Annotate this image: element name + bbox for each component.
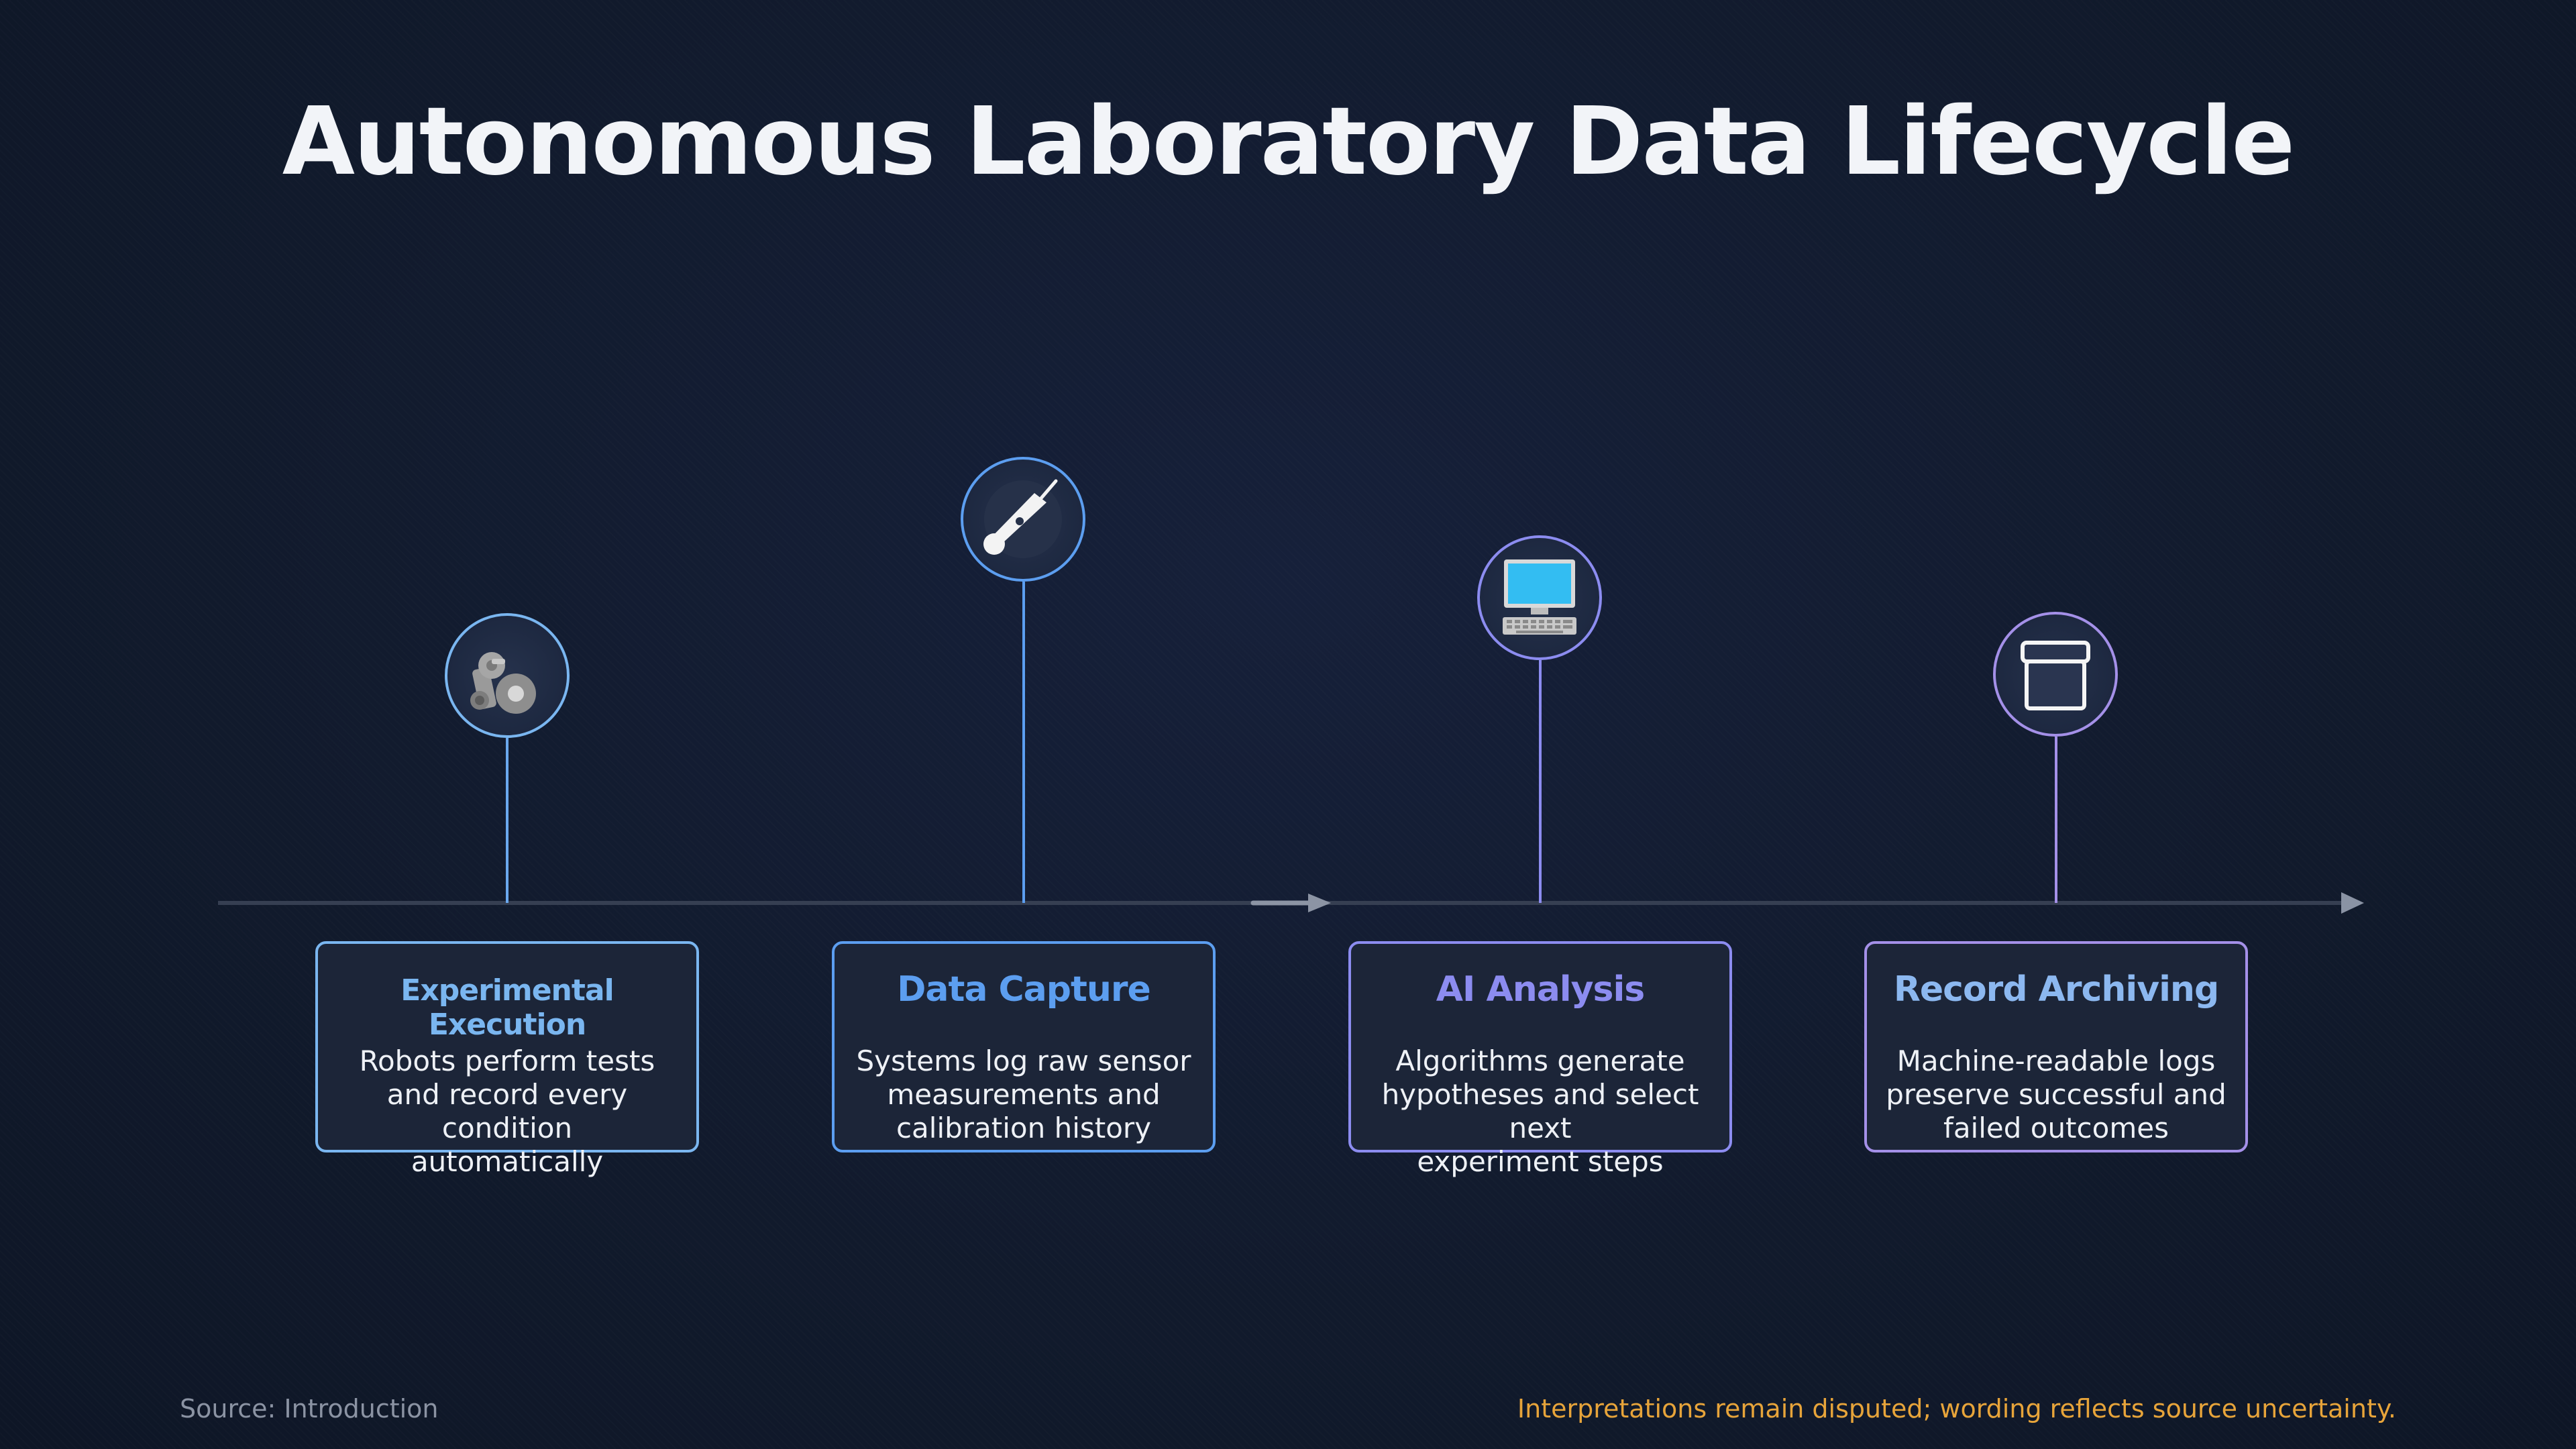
card-description-line: hypotheses and select next — [1381, 1078, 1699, 1144]
card-title: AI Analysis — [1436, 969, 1646, 1010]
robot-arm-icon — [470, 652, 536, 714]
card-title: Record Archiving — [1893, 969, 2219, 1010]
card-description-line: measurements and — [887, 1078, 1161, 1111]
sensor-probe-icon — [983, 479, 1062, 558]
card-description-line: Machine-readable logs — [1896, 1044, 2216, 1077]
page-title: Autonomous Laboratory Data Lifecycle — [282, 87, 2296, 197]
card-record-archiving: Record Archiving Machine-readable logs p… — [1864, 941, 2248, 1152]
card-data-capture: Data Capture Systems log raw sensor meas… — [832, 941, 1216, 1152]
card-description-line: preserve successful and — [1886, 1078, 2226, 1111]
node-record-archiving — [1993, 612, 2118, 737]
archive-box-icon — [2021, 641, 2090, 710]
node-experimental-execution — [445, 613, 570, 738]
card-description-line: failed outcomes — [1943, 1112, 2169, 1144]
timeline-end-arrow — [2341, 892, 2364, 914]
card-description: Algorithms generate hypotheses and selec… — [1358, 1044, 1723, 1179]
card-description: Machine-readable logs preserve successfu… — [1874, 1044, 2239, 1145]
card-description-line: Robots perform tests — [359, 1044, 655, 1077]
card-description-line: Systems log raw sensor — [856, 1044, 1191, 1077]
card-description: Systems log raw sensor measurements and … — [841, 1044, 1206, 1145]
card-ai-analysis: AI Analysis Algorithms generate hypothes… — [1348, 941, 1732, 1178]
computer-icon — [1503, 559, 1576, 635]
source-note: Source: Introduction — [180, 1394, 439, 1424]
disclaimer-note: Interpretations remain disputed; wording… — [1517, 1394, 2396, 1424]
card-description-line: calibration history — [896, 1112, 1152, 1144]
flow-arrow-head — [1308, 894, 1331, 912]
node-ai-analysis — [1477, 535, 1602, 660]
card-description-line: and record every condition — [386, 1078, 628, 1144]
card-description: Robots perform tests and record every co… — [325, 1044, 690, 1179]
card-experimental-execution: Experimental Execution Robots perform te… — [315, 941, 699, 1178]
card-title: Experimental Execution — [400, 973, 614, 1042]
card-description-line: experiment steps — [1417, 1145, 1664, 1178]
card-title: Data Capture — [897, 969, 1151, 1010]
node-data-capture — [961, 457, 1085, 582]
card-description-line: automatically — [411, 1145, 604, 1178]
card-description-line: Algorithms generate — [1395, 1044, 1685, 1077]
